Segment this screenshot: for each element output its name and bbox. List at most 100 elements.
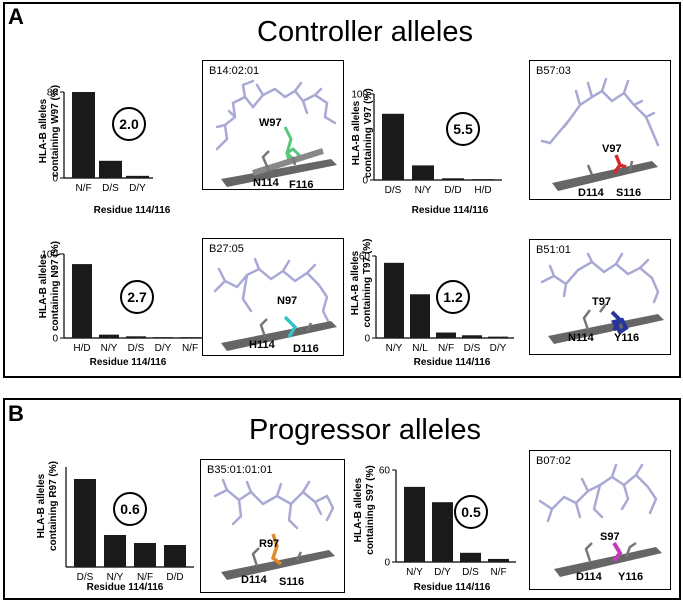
x-tick-label: H/D xyxy=(73,343,90,354)
chart-t97-score: 1.2 xyxy=(436,280,470,314)
structure-b51-render xyxy=(540,252,664,344)
y-tick-label: 80 xyxy=(47,88,59,99)
x-tick-label: D/S xyxy=(385,185,402,196)
panel-b-title: Progressor alleles xyxy=(248,414,482,446)
bar-N-Y xyxy=(384,262,404,338)
structure-b07: B07:02 S97 D114 Y116 xyxy=(529,450,671,590)
structure-b35-allele: B35:01:01:01 xyxy=(207,464,273,476)
structure-b57-r116: S116 xyxy=(616,187,642,199)
y-tick-label: 0 xyxy=(364,334,370,345)
bar-D-S xyxy=(382,113,404,180)
bar-N-Y xyxy=(412,165,434,180)
structure-b07-r97: S97 xyxy=(600,531,620,543)
y-tick-label: 0 xyxy=(52,174,58,185)
structure-b27-r114: H114 xyxy=(249,339,275,351)
bar-N-F xyxy=(488,558,509,562)
structure-b14-allele: B14:02:01 xyxy=(209,65,260,77)
chart-r97-score: 0.6 xyxy=(113,492,147,526)
bar-D-Y xyxy=(153,337,173,338)
structure-b14: B14:02:01 W97 N114 F116 xyxy=(202,60,344,190)
x-tick-label: D/D xyxy=(166,572,183,583)
x-tick-label: N/F xyxy=(182,343,198,354)
structure-b51-r97: T97 xyxy=(592,296,611,308)
x-tick-label: N/L xyxy=(412,343,428,354)
x-tick-label: D/Y xyxy=(155,343,172,354)
x-tick-label: H/D xyxy=(474,185,491,196)
bar-H-D xyxy=(72,264,92,338)
panel-a-letter: A xyxy=(8,4,24,29)
panel-b-letter: B xyxy=(8,401,24,426)
structure-b57-r114: D114 xyxy=(578,187,604,199)
bar-N-Y xyxy=(404,486,425,562)
y-tick-label: 60 xyxy=(359,252,371,263)
y-tick-label: 0 xyxy=(384,558,390,569)
chart-n97-xtitle: Residue 114/116 xyxy=(89,357,167,368)
structure-b07-r116: Y116 xyxy=(618,571,644,583)
chart-t97: 0 60N/Y N/L N/F D/S D/Y xyxy=(359,252,514,354)
x-tick-label: N/Y xyxy=(107,572,124,583)
x-tick-label: N/F xyxy=(75,183,91,194)
chart-v97-score: 5.5 xyxy=(446,112,480,146)
bar-D-Y xyxy=(432,502,453,562)
x-tick-label: D/Y xyxy=(434,567,451,578)
structure-b57: B57:03 V97 D114 S116 xyxy=(529,60,671,200)
bar-D-S xyxy=(74,479,96,567)
structure-b51-r116: Y116 xyxy=(614,332,640,344)
bar-D-D xyxy=(442,178,464,180)
x-tick-label: D/Y xyxy=(129,183,146,194)
structure-b14-render xyxy=(215,79,337,187)
chart-t97-xtitle: Residue 114/116 xyxy=(413,357,491,368)
bar-D-S xyxy=(460,552,481,562)
x-tick-label: N/Y xyxy=(101,343,118,354)
structure-b35-render xyxy=(213,478,335,580)
bar-N-F xyxy=(180,337,200,338)
x-tick-label: D/D xyxy=(444,185,461,196)
x-tick-label: N/Y xyxy=(386,343,403,354)
structure-b27-r116: D116 xyxy=(293,343,319,355)
structure-b14-r116: F116 xyxy=(289,179,314,190)
bar-D-S xyxy=(126,336,146,338)
chart-w97: 0 80N/F D/S D/Y xyxy=(47,88,153,194)
x-tick-label: D/S xyxy=(462,567,479,578)
x-tick-label: D/S xyxy=(464,343,481,354)
structure-b35-r114: D114 xyxy=(241,574,267,586)
x-tick-label: D/S xyxy=(102,183,119,194)
chart-s97-xtitle: Residue 114/116 xyxy=(413,582,491,593)
bar-N-Y xyxy=(104,535,126,567)
structure-b35: B35:01:01:01 R97 D114 S116 xyxy=(200,459,345,593)
x-tick-label: D/Y xyxy=(490,343,507,354)
structure-b57-render xyxy=(540,77,660,191)
chart-r97-xtitle: Residue 114/116 xyxy=(86,582,164,593)
x-tick-label: N/F xyxy=(490,567,506,578)
structure-b27: B27:05 N97 H114 D116 xyxy=(202,238,344,356)
x-tick-label: N/F xyxy=(438,343,454,354)
bar-D-Y xyxy=(126,175,149,178)
bar-N-F xyxy=(134,543,156,567)
structure-b27-r97: N97 xyxy=(277,295,298,307)
structure-b14-r97: W97 xyxy=(259,117,282,129)
structure-b27-render xyxy=(213,257,337,351)
panel-a xyxy=(3,2,681,378)
bar-N-L xyxy=(410,294,430,338)
structure-b35-r97: R97 xyxy=(259,538,280,550)
x-tick-label: N/Y xyxy=(415,185,432,196)
chart-n97-score: 2.7 xyxy=(120,280,154,314)
chart-w97-xtitle: Residue 114/116 xyxy=(93,205,171,216)
bar-N-F xyxy=(72,92,95,178)
x-tick-label: N/F xyxy=(137,572,153,583)
structure-b51-r114: N114 xyxy=(568,332,594,344)
y-tick-label: 60 xyxy=(379,466,391,477)
y-tick-label: 100 xyxy=(351,90,368,101)
bar-H-D xyxy=(472,179,494,180)
panel-b xyxy=(3,398,681,600)
structure-b57-allele: B57:03 xyxy=(536,65,571,77)
chart-v97-xtitle: Residue 114/116 xyxy=(411,205,489,216)
structure-b27-allele: B27:05 xyxy=(209,243,244,255)
y-tick-label: 0 xyxy=(362,176,368,187)
bar-D-D xyxy=(164,545,186,567)
x-tick-label: D/S xyxy=(128,343,145,354)
